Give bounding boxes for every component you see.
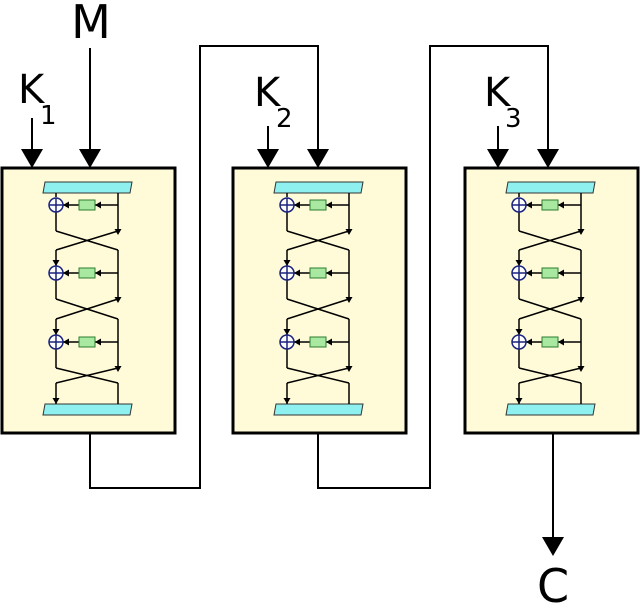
- arrowhead-to-function: [326, 338, 332, 346]
- key2-label: K: [254, 70, 282, 116]
- stage-1-wires: [55, 193, 119, 404]
- initial-permutation: [273, 181, 364, 194]
- arrowhead-right-down: [345, 366, 353, 372]
- initial-permutation: [505, 181, 596, 194]
- arrowhead-to-xor: [63, 269, 69, 277]
- arrowhead-to-xor: [63, 338, 69, 346]
- key3-label: K: [484, 70, 512, 116]
- cipher-stages: [0, 166, 640, 435]
- wire-cross-rl: [55, 367, 119, 384]
- round-function: [78, 199, 96, 211]
- plaintext-arrowhead: [79, 149, 101, 168]
- wire-cross-rl: [286, 298, 350, 320]
- arrowhead-right-down: [114, 366, 122, 372]
- arrowhead-to-xor: [294, 269, 300, 277]
- final-permutation: [273, 403, 364, 416]
- arrowhead-right-down: [345, 229, 353, 235]
- arrowhead-right-down: [345, 297, 353, 303]
- arrowhead-left-down: [283, 260, 291, 266]
- round-function: [309, 267, 327, 279]
- arrowhead-to-function: [326, 269, 332, 277]
- arrowhead-to-function: [558, 338, 564, 346]
- stage2-input-arrowhead: [307, 149, 329, 168]
- arrowhead-to-function: [558, 269, 564, 277]
- wire-cross-rl: [286, 367, 350, 384]
- arrowhead-left-down: [515, 260, 523, 266]
- arrowhead-right-down: [577, 229, 585, 235]
- round-function: [309, 199, 327, 211]
- arrowhead-left-down: [283, 398, 291, 404]
- wire-cross-rl: [55, 230, 119, 251]
- wire-cross-rl: [518, 230, 582, 251]
- wire-cross-rl: [286, 230, 350, 251]
- stage1-to-stage2-line: [89, 45, 319, 489]
- key2-arrowhead: [257, 149, 279, 168]
- arrowhead-left-down: [283, 329, 291, 335]
- arrowhead-right-down: [114, 229, 122, 235]
- stage-1: [0, 166, 177, 435]
- round-function: [78, 336, 96, 348]
- key3-arrowhead: [487, 149, 509, 168]
- arrowhead-left-down: [52, 329, 60, 335]
- key3-letter: K: [484, 70, 512, 116]
- arrowhead-to-xor: [526, 338, 532, 346]
- arrowhead-right-down: [577, 297, 585, 303]
- round-function: [78, 267, 96, 279]
- wire-cross-rl: [518, 367, 582, 384]
- stage-3-box: [463, 166, 640, 435]
- round-function: [541, 199, 559, 211]
- wire-cross-rl: [518, 298, 582, 320]
- stage-2: [231, 166, 408, 435]
- key1-arrowhead: [21, 149, 43, 168]
- arrowhead-to-xor: [294, 201, 300, 209]
- arrowhead-right-down: [114, 297, 122, 303]
- key2-letter: K: [254, 70, 282, 116]
- ciphertext-arrowhead: [542, 537, 564, 556]
- key1-subscript: 1: [40, 101, 57, 131]
- stage-3-wires: [518, 193, 582, 404]
- stage-2-box: [231, 166, 408, 435]
- arrowhead-to-function: [558, 201, 564, 209]
- key3-subscript: 3: [505, 104, 522, 134]
- arrowhead-left-down: [515, 329, 523, 335]
- plaintext-label: M: [71, 0, 111, 49]
- final-permutation: [505, 403, 596, 416]
- ciphertext-label: C: [537, 559, 569, 607]
- arrowhead-to-function: [326, 201, 332, 209]
- arrowhead-left-down: [52, 398, 60, 404]
- arrowhead-to-xor: [63, 201, 69, 209]
- arrowhead-left-down: [515, 398, 523, 404]
- arrowhead-to-xor: [526, 201, 532, 209]
- key1-letter: K: [18, 67, 46, 113]
- arrowhead-to-function: [95, 269, 101, 277]
- flow-lines: [21, 45, 564, 556]
- arrowhead-to-function: [95, 201, 101, 209]
- arrowhead-right-down: [577, 366, 585, 372]
- key2-subscript: 2: [276, 104, 293, 134]
- key1-label: K: [18, 67, 46, 113]
- initial-permutation: [42, 181, 133, 194]
- arrowhead-to-function: [95, 338, 101, 346]
- final-permutation: [42, 403, 133, 416]
- stage-1-box: [0, 166, 177, 435]
- round-function: [541, 267, 559, 279]
- arrowhead-left-down: [52, 260, 60, 266]
- stage2-to-stage3-line: [317, 45, 549, 489]
- round-function: [541, 336, 559, 348]
- wire-cross-rl: [55, 298, 119, 320]
- stage-3: [463, 166, 640, 435]
- arrowhead-to-xor: [526, 269, 532, 277]
- stage3-input-arrowhead: [537, 149, 559, 168]
- round-function: [309, 336, 327, 348]
- arrowhead-to-xor: [294, 338, 300, 346]
